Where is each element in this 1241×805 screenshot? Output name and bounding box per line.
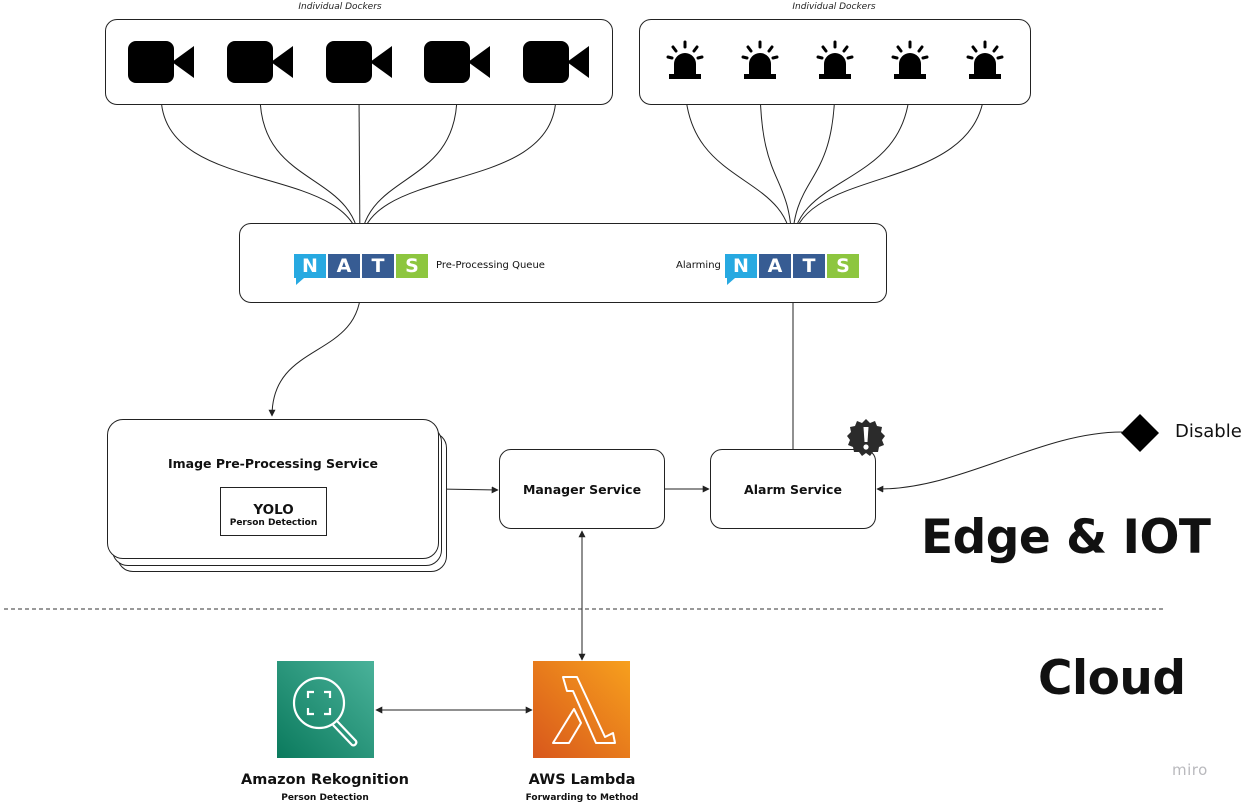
nats-letter-text: N bbox=[733, 255, 749, 277]
alarms-caption: Individual Dockers bbox=[792, 2, 876, 12]
edge-preproc-to-manager bbox=[437, 486, 499, 494]
nats-letter: A bbox=[759, 254, 791, 278]
lambda-tile bbox=[533, 661, 630, 758]
video-camera-icon bbox=[128, 41, 194, 83]
rekognition-sub: Person Detection bbox=[281, 793, 369, 803]
edge-camera-5 bbox=[359, 94, 557, 251]
siren-icon bbox=[966, 40, 1004, 79]
alarm-service-title: Alarm Service bbox=[744, 481, 842, 497]
nats-logo-preprocessing: N A T S bbox=[294, 254, 428, 285]
edge-camera-1 bbox=[160, 94, 361, 251]
yolo-box: YOLO Person Detection bbox=[220, 487, 327, 536]
nats-letter-text: T bbox=[802, 255, 816, 277]
lambda-icon bbox=[552, 676, 616, 744]
miro-watermark: miro bbox=[1172, 761, 1208, 779]
edge-alarm-5 bbox=[788, 81, 986, 251]
manager-service: Manager Service bbox=[499, 449, 665, 529]
rekognition-tile bbox=[277, 661, 374, 758]
nats-letter-text: A bbox=[336, 255, 352, 277]
exclamation-badge-icon bbox=[847, 419, 885, 456]
magnifier-focus-icon bbox=[292, 676, 358, 747]
video-camera-icon bbox=[326, 41, 392, 83]
siren-icon bbox=[816, 40, 854, 79]
video-camera-icon bbox=[227, 41, 293, 83]
image-preprocessing-title: Image Pre-Processing Service bbox=[167, 456, 378, 471]
video-camera-icon bbox=[523, 41, 589, 83]
nats-letter: S bbox=[396, 254, 428, 278]
nats-letter-text: S bbox=[836, 255, 850, 277]
nats-letter: T bbox=[362, 254, 394, 278]
nats-letter-text: T bbox=[371, 255, 385, 277]
cloud-zone-label: Cloud bbox=[1038, 651, 1186, 706]
nats-letter-text: N bbox=[302, 255, 318, 277]
nats-letter: S bbox=[827, 254, 859, 278]
siren-icon bbox=[741, 40, 779, 79]
nats-letter: N bbox=[294, 254, 326, 285]
nats-letter-text: A bbox=[767, 255, 783, 277]
siren-icon bbox=[666, 40, 704, 79]
rekognition-name: Amazon Rekognition bbox=[241, 772, 409, 788]
edge-disable-to-alarm bbox=[876, 431, 1123, 493]
manager-service-title: Manager Service bbox=[522, 481, 642, 497]
nats-logo-alarming: N A T S bbox=[725, 254, 859, 285]
cameras-caption: Individual Dockers bbox=[298, 2, 382, 12]
yolo-title: YOLO bbox=[253, 502, 294, 518]
alarm-service: Alarm Service bbox=[710, 449, 876, 529]
disable-label[interactable]: Disable bbox=[1175, 421, 1241, 442]
siren-icon bbox=[891, 40, 929, 79]
disable-diamond-icon[interactable] bbox=[1120, 413, 1160, 453]
edge-queue-to-preproc bbox=[268, 286, 362, 417]
speech-tail-icon bbox=[727, 278, 735, 285]
nats-letter-text: S bbox=[405, 255, 419, 277]
nats-letter: N bbox=[725, 254, 757, 285]
video-camera-icon bbox=[424, 41, 490, 83]
nats-letter: T bbox=[793, 254, 825, 278]
speech-tail-icon bbox=[296, 278, 304, 285]
image-preprocessing-service: Image Pre-Processing Service YOLO Person… bbox=[107, 419, 439, 559]
edge-zone-label: Edge & IOT bbox=[921, 510, 1211, 565]
alarming-queue-label: Alarming bbox=[676, 260, 721, 271]
preprocessing-queue-label: Pre-Processing Queue bbox=[436, 260, 545, 271]
lambda-sub: Forwarding to Method bbox=[525, 793, 639, 803]
nats-letter: A bbox=[328, 254, 360, 278]
yolo-subtitle: Person Detection bbox=[229, 518, 318, 528]
lambda-name: AWS Lambda bbox=[528, 772, 636, 788]
